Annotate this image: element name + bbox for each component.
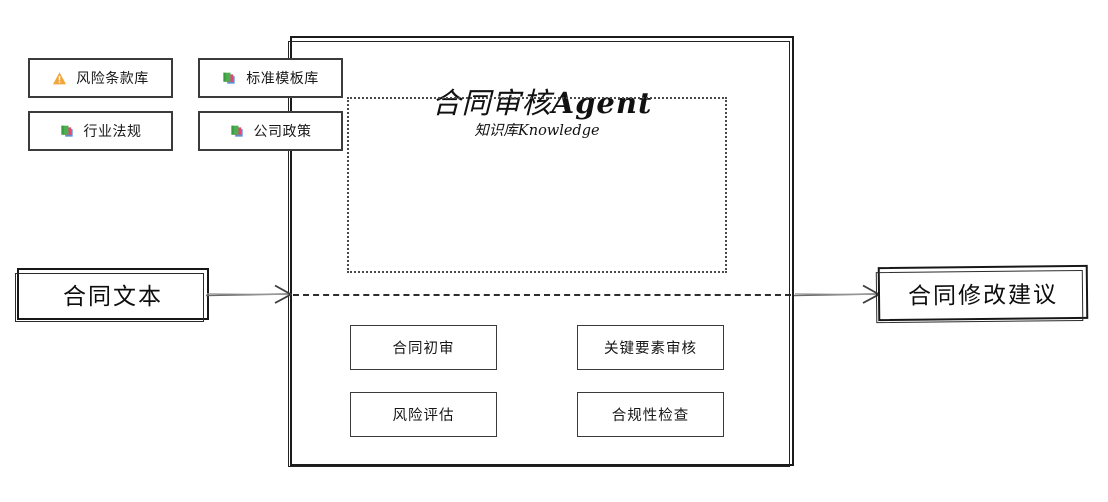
knowledge-panel: 知识库Knowledge	[347, 97, 727, 273]
knowledge-item-industry-regulation[interactable]: 行业法规	[28, 111, 173, 151]
process-step-initial-review[interactable]: 合同初审	[350, 325, 497, 370]
agent-title-cn: 合同审核	[431, 86, 552, 120]
process-step-grid: 合同初审 关键要素审核 风险评估 合规性检查	[350, 325, 724, 437]
knowledge-item-standard-template[interactable]: 标准模板库	[198, 58, 343, 98]
warning-triangle-icon	[52, 71, 67, 86]
knowledge-item-label: 行业法规	[83, 124, 142, 140]
process-step-risk-assessment[interactable]: 风险评估	[350, 392, 497, 437]
knowledge-item-risk-clause[interactable]: 风险条款库	[28, 58, 173, 98]
layers-icon	[222, 71, 237, 86]
dashed-flow-line	[293, 294, 791, 296]
knowledge-item-grid: 风险条款库 标准模板库 行业	[28, 58, 352, 151]
layers-icon	[230, 124, 245, 139]
knowledge-panel-title: 知识库Knowledge	[349, 119, 725, 140]
knowledge-item-label: 公司政策	[253, 124, 312, 140]
knowledge-item-label: 标准模板库	[246, 71, 319, 87]
knowledge-item-company-policy[interactable]: 公司政策	[198, 111, 343, 151]
agent-title-latin: Agent	[551, 86, 653, 120]
arrow-right-icon	[205, 284, 292, 304]
input-contract-text-box[interactable]: 合同文本	[15, 268, 209, 322]
knowledge-title-cn: 知识库	[474, 123, 518, 139]
output-contract-revision-suggestion-box[interactable]: 合同修改建议	[877, 264, 1089, 322]
arrow-right-icon	[793, 284, 880, 304]
knowledge-title-latin: Knowledge	[517, 123, 600, 139]
process-step-compliance-check[interactable]: 合规性检查	[577, 392, 724, 437]
process-step-key-elements-review[interactable]: 关键要素审核	[577, 325, 724, 370]
agent-title: 合同审核Agent	[292, 80, 792, 122]
layers-icon	[60, 124, 75, 139]
knowledge-item-label: 风险条款库	[76, 71, 149, 87]
